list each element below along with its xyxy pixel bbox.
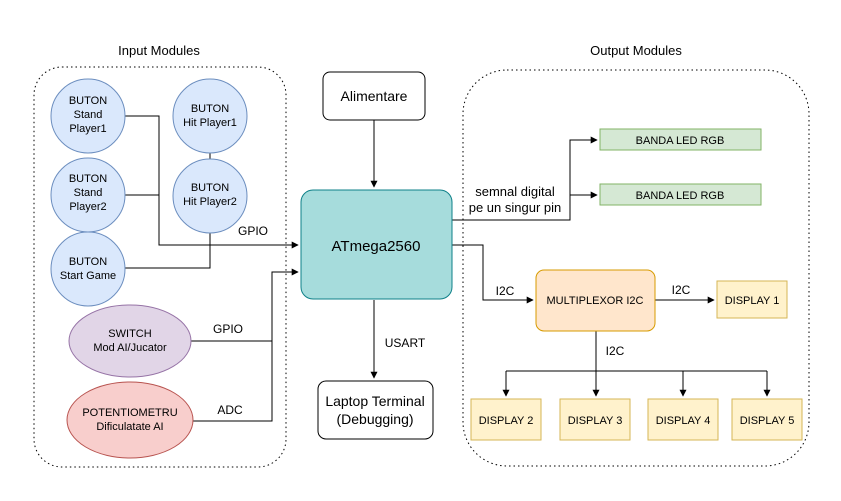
display-3: DISPLAY 3 [559,398,631,441]
edge-label-signal-2: pe un singur pin [469,200,562,215]
display-5: DISPLAY 5 [731,398,803,441]
mcu-atmega2560: ATmega2560 [300,189,453,300]
svg-text:DISPLAY 4: DISPLAY 4 [656,415,711,427]
input-modules-container [33,66,287,468]
svg-text:Dificulatate AI: Dificulatate AI [96,421,163,433]
svg-text:ATmega2560: ATmega2560 [332,238,421,255]
output-modules-title: Output Modules [590,43,682,58]
svg-text:Hit Player1: Hit Player1 [183,117,237,129]
svg-text:BUTON: BUTON [191,103,229,115]
svg-text:Start Game: Start Game [60,270,116,282]
button-hit-player1: BUTON Hit Player1 [172,78,248,154]
edge-label-gpio-buttons: GPIO [238,224,268,238]
button-stand-player2: BUTON Stand Player2 [50,157,126,233]
edge-label-usart: USART [385,336,426,350]
svg-text:Laptop Terminal: Laptop Terminal [325,393,424,409]
svg-text:DISPLAY 5: DISPLAY 5 [740,415,795,427]
edge-label-i2c-mcu: I2C [496,284,515,298]
led-strip-1: BANDA LED RGB [599,128,762,151]
svg-text:BANDA LED RGB: BANDA LED RGB [636,135,725,147]
svg-text:SWITCH: SWITCH [108,328,151,340]
svg-text:BUTON: BUTON [69,95,107,107]
button-stand-player1: BUTON Stand Player1 [50,78,126,154]
edge-mcu-mux [452,244,534,304]
svg-text:Mod AI/Jucator: Mod AI/Jucator [93,342,167,354]
i2c-multiplexer: MULTIPLEXOR I2C [535,269,656,332]
svg-text:Stand: Stand [74,109,103,121]
potentiometer-difficulty: POTENTIOMETRU Dificulatate AI [66,381,194,459]
switch-mod-ai: SWITCH Mod AI/Jucator [68,304,192,378]
svg-text:POTENTIOMETRU: POTENTIOMETRU [82,407,177,419]
svg-text:BANDA LED RGB: BANDA LED RGB [636,190,725,202]
svg-text:BUTON: BUTON [69,256,107,268]
output-modules-container [462,69,810,467]
svg-text:DISPLAY 1: DISPLAY 1 [725,295,780,307]
laptop-terminal-box: Laptop Terminal (Debugging) [317,380,434,440]
edge-label-signal-1: semnal digital [475,184,555,199]
edge-label-i2c-d1: I2C [672,283,691,297]
edge-stand-p1 [125,115,299,249]
svg-text:Hit Player2: Hit Player2 [183,196,237,208]
display-2: DISPLAY 2 [470,398,542,441]
edge-pot [193,268,299,422]
svg-text:Player1: Player1 [69,123,106,135]
svg-text:Player2: Player2 [69,201,106,213]
edge-label-i2c-bus: I2C [606,344,625,358]
svg-text:DISPLAY 2: DISPLAY 2 [479,415,534,427]
svg-text:Stand: Stand [74,187,103,199]
edge-label-adc: ADC [217,403,243,417]
input-modules-title: Input Modules [118,43,200,58]
svg-text:Alimentare: Alimentare [341,88,408,104]
power-supply-box: Alimentare [322,71,426,121]
edge-led-bus [452,136,598,221]
svg-text:MULTIPLEXOR I2C: MULTIPLEXOR I2C [547,295,644,307]
svg-text:(Debugging): (Debugging) [336,411,413,427]
button-hit-player2: BUTON Hit Player2 [172,158,248,234]
edge-label-gpio-switch: GPIO [213,322,243,336]
button-start-game: BUTON Start Game [50,231,126,307]
svg-text:BUTON: BUTON [191,182,229,194]
svg-text:DISPLAY 3: DISPLAY 3 [568,415,623,427]
edge-hit-p2-start [125,233,211,269]
display-4: DISPLAY 4 [647,398,719,441]
led-strip-2: BANDA LED RGB [599,183,762,206]
display-1: DISPLAY 1 [716,280,788,319]
svg-text:BUTON: BUTON [69,173,107,185]
